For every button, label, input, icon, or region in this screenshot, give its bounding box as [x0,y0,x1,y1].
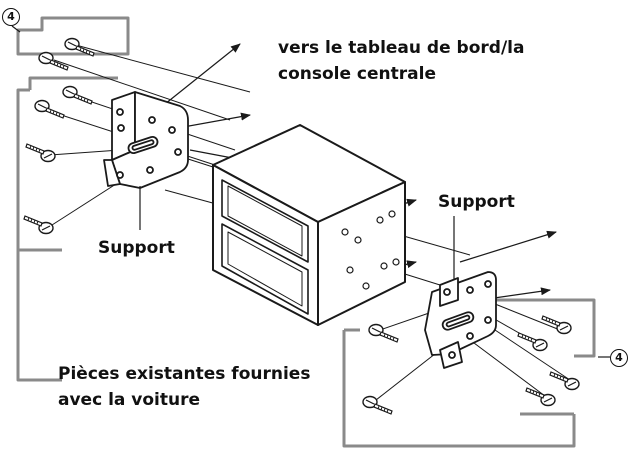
support-label-left: Support [98,238,175,258]
left-parts-bracket [16,16,130,382]
screw-icon [23,215,54,235]
dashboard-label-line2: console centrale [278,64,436,84]
top-left-screws-bracket [16,16,130,56]
screw-icon [549,371,580,391]
part-number-callout-top-left: 4 [2,8,20,26]
left-support-bracket [103,91,189,189]
label-leaders [139,186,455,280]
head-unit-holes [341,210,400,290]
head-unit-slots [221,179,309,315]
dashboard-label-line1: vers le tableau de bord/la [278,38,525,58]
screw-icon [368,323,399,343]
existing-parts-label-line1: Pièces existantes fournies [58,364,311,384]
right-support-bracket [424,271,497,369]
support-label-right: Support [438,192,515,212]
screw-icon [525,387,556,407]
existing-parts-label-line2: avec la voiture [58,390,201,410]
screw-icon [62,85,93,105]
screw-icon [34,99,65,119]
part-number-callout-bottom-right: 4 [610,349,628,367]
screw-icon [25,143,56,163]
